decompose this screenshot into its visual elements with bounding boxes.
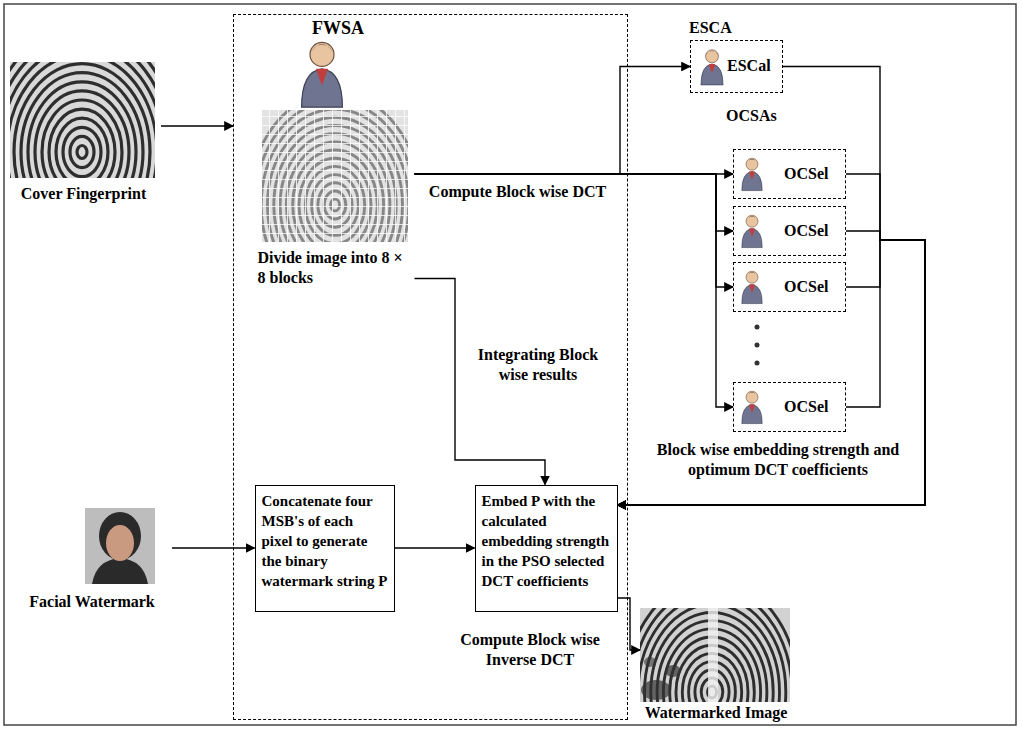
node-text: OCSel [784, 397, 828, 417]
node-text: Watermarked Image [640, 703, 792, 723]
fingerprint-image [10, 62, 155, 178]
process-label: Compute Block wise DCT [425, 182, 610, 202]
node-text: OCSel [784, 221, 828, 241]
process-box: Concatenate four MSB's of each pixel to … [255, 485, 395, 612]
image-panel: Watermarked Image [640, 606, 792, 726]
ellipsis-dots [755, 325, 760, 366]
edge-label: Compute Block wise Inverse DCT [440, 630, 620, 670]
watermarked-image [640, 608, 790, 702]
connector-arrow [618, 67, 926, 506]
agent-icon [742, 391, 762, 423]
node-text: Concatenate four MSB's of each pixel to … [262, 491, 388, 591]
connector-arrow [618, 598, 641, 650]
node-text: Facial Watermark [12, 592, 172, 612]
node-text: FWSA [312, 17, 364, 39]
node-text: Cover Fingerprint [6, 184, 161, 204]
agent-box: OCSel [733, 382, 846, 432]
connector-arrow [415, 67, 691, 175]
block-grid-image [262, 110, 408, 242]
image-panel: Divide image into 8 × 8 blocks [255, 110, 415, 291]
connector-arrow [395, 547, 475, 548]
agent-box: OCSel [733, 262, 846, 312]
connector-arrow [618, 174, 926, 505]
agent-icon [742, 158, 762, 190]
connector-arrow [161, 125, 233, 126]
process-box: Embed P with the calculated embedding st… [475, 485, 618, 612]
agent-box: OCSel [733, 149, 846, 199]
node-text: ESCal [727, 56, 771, 76]
connector-arrow [415, 174, 734, 407]
agent-icon [302, 42, 343, 107]
connector-arrow [618, 231, 926, 505]
group-label: OCSAs [726, 106, 798, 126]
outer-frame [4, 4, 1016, 725]
node-text: ESCA [689, 18, 732, 38]
agent-box: ESCAESCal [690, 40, 783, 93]
connector-arrow [415, 174, 734, 287]
image-panel: Facial Watermark [12, 506, 172, 615]
face-image [85, 508, 155, 584]
agent-icon [742, 271, 762, 303]
image-panel: Cover Fingerprint [6, 60, 161, 207]
connector-arrow [618, 240, 926, 505]
node-text: Embed P with the calculated embedding st… [482, 491, 611, 591]
agent-box: OCSel [733, 206, 846, 256]
node-text: OCSel [784, 164, 828, 184]
connector-arrow [415, 174, 734, 231]
connector-arrow [172, 547, 255, 548]
agent-icon [701, 50, 723, 85]
node-text: Divide image into 8 × 8 blocks [255, 248, 415, 288]
connector-arrow [618, 240, 926, 505]
agent-icon [742, 215, 762, 247]
flow-label: Block wise embedding strength and optimu… [638, 440, 918, 480]
node-text: OCSel [784, 277, 828, 297]
edge-label: Integrating Block wise results [463, 345, 613, 385]
